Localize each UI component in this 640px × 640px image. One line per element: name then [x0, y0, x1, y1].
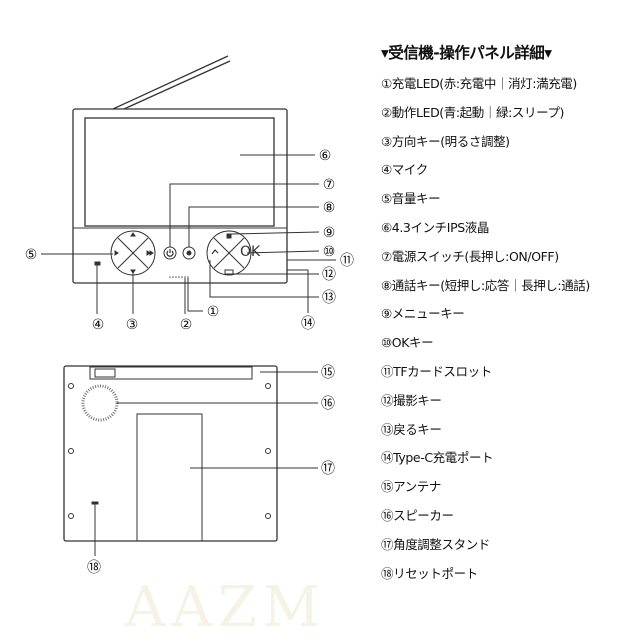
legend-item: ⑫撮影キー — [381, 392, 442, 408]
callout-17: ⑰ — [321, 461, 335, 477]
legend-item: ⑭Type-C充電ポート — [381, 450, 494, 466]
lcd-screen — [84, 117, 275, 227]
callout-11: ⑪ — [340, 253, 354, 269]
legend-item: ④マイク — [381, 162, 428, 178]
legend-item: ⑰角度調整スタンド — [381, 536, 490, 552]
back-body — [63, 365, 278, 542]
callout-3: ③ — [126, 317, 139, 333]
back-callouts: ⑮ ⑯ ⑰ ⑱ — [87, 365, 335, 576]
legend-item: ②動作LED(青:起動｜緑:スリープ) — [381, 104, 565, 120]
leader-lines — [41, 154, 336, 314]
volume-down-icon — [114, 250, 119, 256]
legend-item: ①充電LED(赤:充電中｜消灯:満充電) — [381, 76, 577, 91]
legend-item: ⑯スピーカー — [381, 507, 454, 523]
volume-up-icon — [146, 250, 154, 256]
callout-12: ⑫ — [322, 267, 336, 283]
call-icon — [186, 250, 192, 256]
reset-port — [91, 501, 99, 505]
led-dots — [169, 276, 189, 278]
callout-10: ⑩ — [323, 244, 336, 260]
speaker-grille — [81, 384, 119, 422]
camera-icon — [224, 269, 234, 275]
antenna — [112, 55, 231, 110]
legend-item: ③方向キー(明るさ調整) — [381, 133, 510, 149]
direction-pad-right — [206, 230, 252, 276]
screws — [68, 383, 271, 519]
callout-6: ⑥ — [319, 148, 332, 164]
watermark: AAZM — [125, 575, 327, 640]
antenna-slot — [89, 366, 253, 380]
back-leader-lines — [94, 371, 318, 556]
callout-5: ⑤ — [25, 247, 38, 263]
back-icon — [211, 249, 219, 255]
up-arrow-icon — [130, 232, 136, 237]
angle-stand — [136, 413, 203, 542]
legend-item: ⑤音量キー — [381, 191, 441, 207]
menu-icon — [226, 233, 232, 239]
front-callouts: ⑤ ⑥ ⑦ ⑧ ⑨ ⑩ ⑪ ⑫ ⑬ ⑭ ④ ③ ② ① — [25, 148, 354, 333]
legend-item: ⑮アンテナ — [381, 479, 442, 495]
legend-item: ⑱リセットポート — [381, 565, 478, 581]
legend-item: ⑬戻るキー — [381, 421, 442, 437]
callout-2: ② — [180, 317, 193, 333]
callout-16: ⑯ — [321, 396, 335, 412]
callout-1: ① — [207, 304, 220, 320]
callout-13: ⑬ — [322, 290, 336, 306]
callout-7: ⑦ — [323, 177, 336, 193]
callout-9: ⑨ — [323, 225, 336, 241]
callout-15: ⑮ — [321, 365, 335, 381]
legend: ▾受信機-操作パネル詳細▾ ①充電LED(赤:充電中｜消灯:満充電) ②動作LED… — [381, 40, 590, 588]
back-view: ⑮ ⑯ ⑰ ⑱ — [63, 365, 335, 576]
legend-item: ⑪TFカードスロット — [381, 363, 492, 379]
callout-14: ⑭ — [301, 316, 315, 332]
legend-item: ⑥4.3インチIPS液晶 — [381, 219, 489, 235]
legend-title: ▾受信機-操作パネル詳細▾ — [381, 44, 552, 62]
legend-item: ⑩OKキー — [381, 335, 434, 351]
direction-pad-left — [110, 230, 156, 276]
legend-item: ⑧通話キー(短押し:応答｜長押し:通話) — [381, 277, 590, 293]
mic-icon — [94, 261, 101, 266]
legend-item: ⑨メニューキー — [381, 306, 465, 322]
ok-key-label: OK — [240, 244, 261, 260]
front-body — [72, 108, 288, 284]
legend-item: ⑦電源スイッチ(長押し:ON/OFF) — [381, 248, 559, 264]
callout-18: ⑱ — [87, 560, 101, 576]
legend-list: ①充電LED(赤:充電中｜消灯:満充電) ②動作LED(青:起動｜緑:スリープ) ③… — [381, 70, 590, 588]
callout-4: ④ — [92, 317, 105, 333]
front-view: OK ⑤ ⑥ ⑦ ⑧ ⑨ ⑩ ⑪ — [25, 55, 354, 333]
power-icon — [166, 249, 174, 257]
down-arrow-icon — [130, 269, 136, 274]
callout-8: ⑧ — [323, 200, 336, 216]
